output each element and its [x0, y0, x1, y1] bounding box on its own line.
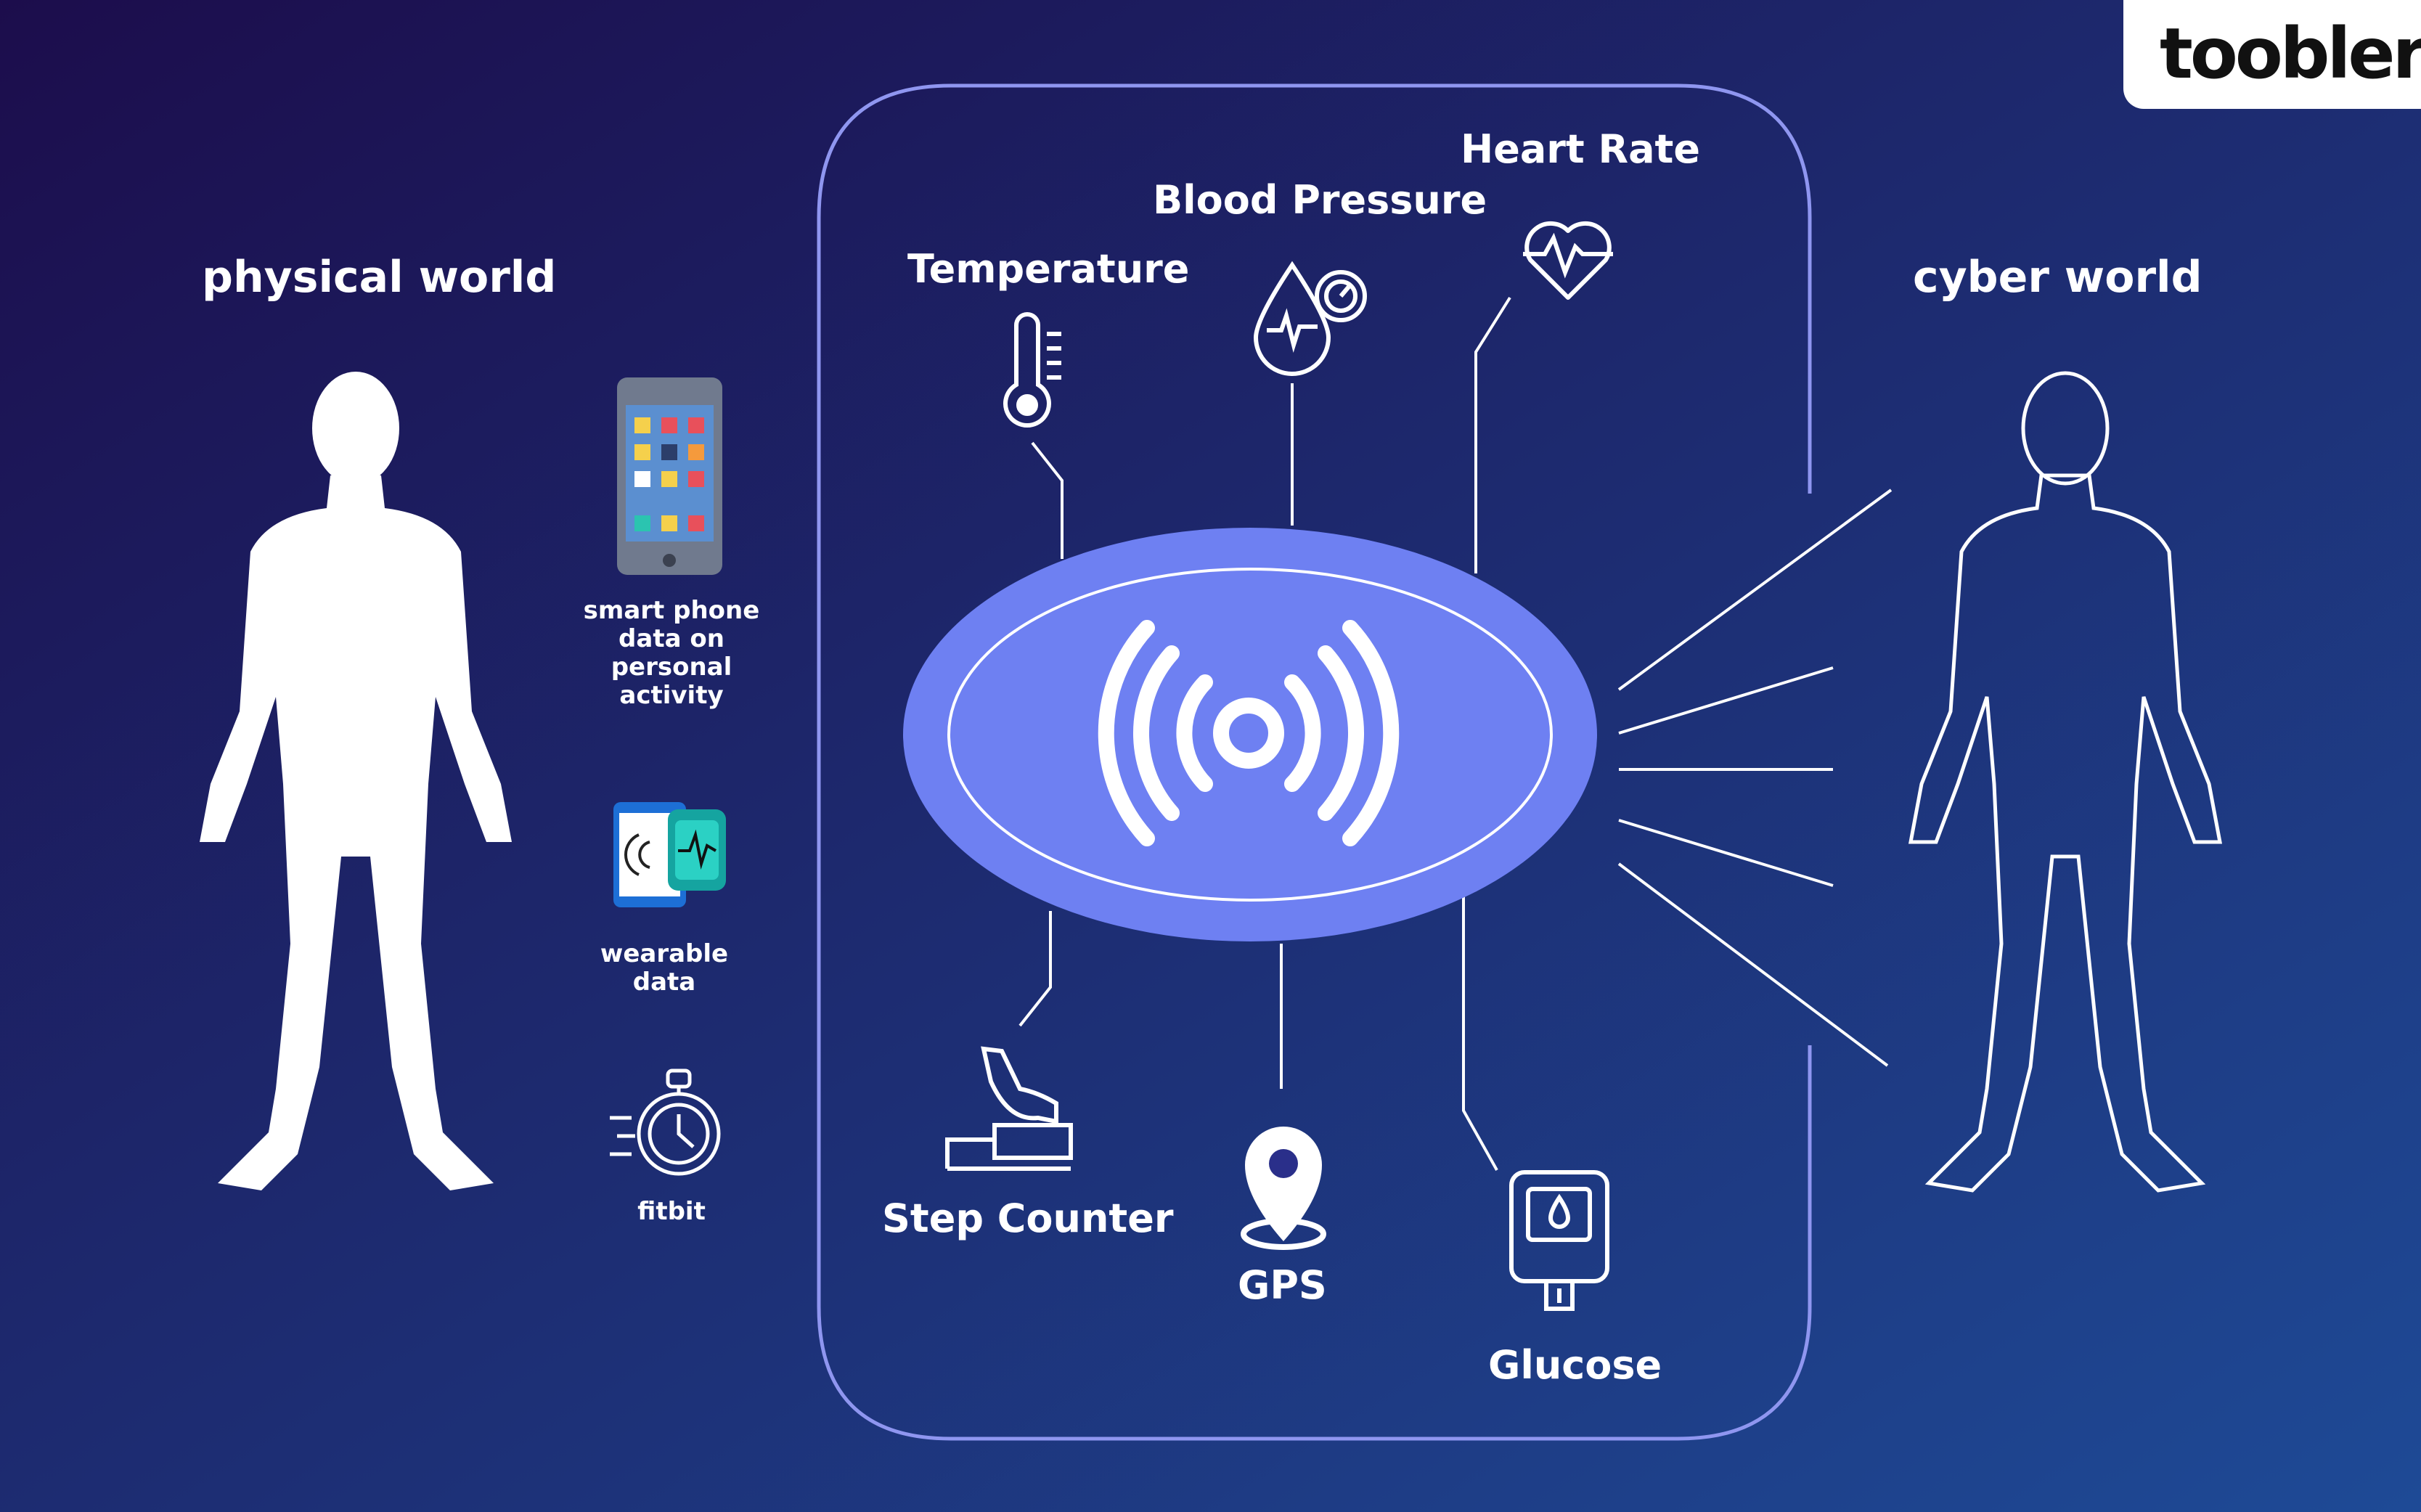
data-rays	[1617, 489, 1893, 1067]
wearable-icon	[613, 802, 726, 907]
cyber-world-heading: cyber world	[1913, 252, 2202, 303]
gps-pin-icon	[1241, 1127, 1326, 1250]
smartphone-caption: smart phone data on personal activity	[583, 596, 760, 711]
sensor-connectors	[1018, 296, 1511, 1171]
glucose-label: Glucose	[1488, 1342, 1662, 1388]
sensor-hub	[903, 528, 1597, 941]
cyber-body-icon	[1908, 371, 2223, 1193]
wearable-caption: wearable data	[600, 939, 729, 997]
step-counter-icon	[945, 1046, 1073, 1171]
thermometer-icon	[1003, 312, 1061, 428]
logo-text: toobler	[2160, 13, 2421, 94]
gps-label: GPS	[1238, 1262, 1327, 1308]
fitbit-caption: fitbit	[637, 1197, 706, 1226]
broadcast-icon	[1098, 620, 1400, 846]
sensor-frame	[817, 83, 1812, 1441]
physical-world-heading: physical world	[202, 252, 557, 303]
stopwatch-icon	[610, 1068, 721, 1176]
blood-drop-gauge-icon	[1253, 261, 1367, 376]
heart-rate-label: Heart Rate	[1461, 126, 1700, 172]
brand-logo: toobler	[2123, 0, 2421, 109]
smartphone-icon	[617, 377, 722, 575]
heart-rate-icon	[1523, 221, 1613, 300]
physical-body-icon	[200, 372, 512, 1190]
step-counter-label: Step Counter	[882, 1196, 1174, 1241]
blood-pressure-label: Blood Pressure	[1153, 177, 1487, 223]
glucose-meter-icon	[1509, 1170, 1609, 1311]
temperature-label: Temperature	[907, 246, 1190, 292]
